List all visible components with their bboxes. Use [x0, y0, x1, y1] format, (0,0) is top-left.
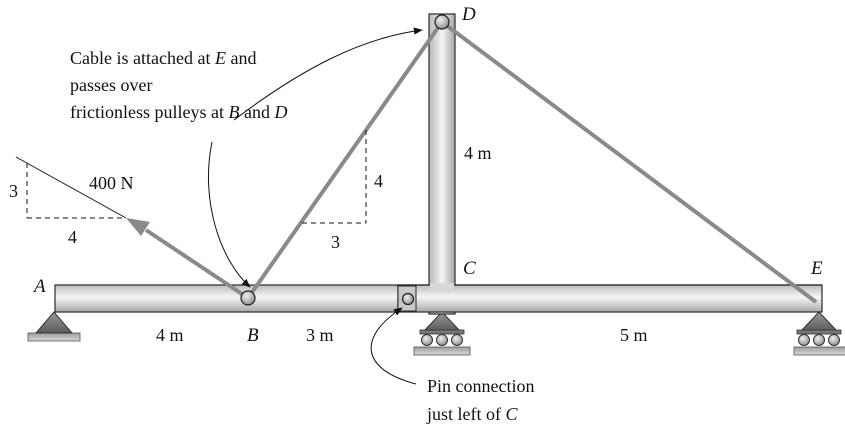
cable-b-d [246, 20, 444, 300]
dimension-cd: 4 m [464, 143, 492, 163]
note-arrow-to-b [208, 141, 251, 288]
note-arrow-to-d [233, 27, 423, 121]
cable-slope-run: 3 [331, 232, 340, 252]
load-slope-rise: 3 [9, 181, 18, 201]
pulley-d [434, 14, 450, 30]
label-e: E [810, 258, 823, 279]
joint-c [430, 283, 454, 289]
label-b: B [247, 325, 259, 346]
cable-note-line-3: frictionless pulleys at B and D [70, 102, 287, 122]
beam-ac [54, 284, 399, 313]
pin-note-line-2: just left of C [426, 404, 519, 424]
dimension-bc: 3 m [306, 325, 334, 345]
cable-slope-rise: 4 [374, 171, 383, 191]
ground-c [413, 346, 471, 356]
cable-note-line-2: passes over [70, 75, 152, 95]
label-d: D [461, 4, 476, 25]
ground-a [27, 332, 81, 342]
ground-e [793, 346, 845, 356]
pin-note-line-1: Pin connection [427, 376, 534, 396]
pin-connection [401, 292, 415, 306]
load-slope-run: 4 [68, 227, 77, 247]
dimension-ab: 4 m [156, 325, 184, 345]
member-cd [428, 13, 456, 315]
cable-load-segment [144, 228, 250, 300]
dimension-ce: 5 m [620, 325, 648, 345]
pulley-b [240, 290, 256, 306]
label-c: C [463, 258, 476, 279]
roller-support-e [796, 311, 842, 346]
beam-ce [397, 284, 823, 313]
load-magnitude: 400 N [89, 173, 134, 193]
cable-d-e [440, 20, 818, 304]
load-arrowhead [126, 218, 150, 236]
label-a: A [32, 276, 46, 297]
pin-support-a [34, 311, 74, 334]
load-line-of-action [15, 156, 127, 219]
note-arrow-to-pin [370, 307, 417, 385]
cable-note-line-1: Cable is attached at E and [70, 48, 256, 68]
roller-support-c [419, 311, 465, 346]
